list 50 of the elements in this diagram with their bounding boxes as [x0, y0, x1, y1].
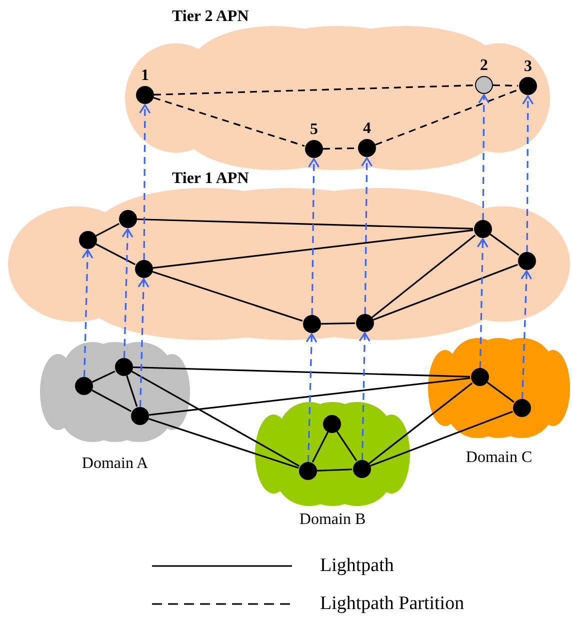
link-line	[375, 88, 519, 146]
link-line	[312, 432, 329, 462]
mapping-arrow	[308, 158, 320, 315]
mapping-arrow	[520, 270, 532, 400]
legend-label: Lightpath	[320, 554, 394, 578]
node-number: 1	[141, 66, 149, 86]
legend-label: Lightpath Partition	[320, 592, 464, 616]
link-line	[152, 229, 474, 269]
link-line	[372, 234, 476, 318]
link-line	[152, 271, 303, 322]
network-title: Tier 1 APN	[172, 170, 249, 188]
link-line	[153, 96, 305, 147]
link-line	[492, 84, 518, 87]
link-line	[148, 377, 470, 416]
mapping-arrow	[358, 332, 370, 460]
mapping-arrow	[478, 94, 490, 220]
mapping-arrow	[306, 333, 318, 462]
link-line	[126, 375, 138, 407]
mapping-arrow	[522, 95, 534, 252]
mapping-arrow	[138, 278, 150, 408]
network-title: Tier 2 APN	[172, 8, 249, 26]
mapping-arrow	[82, 249, 94, 378]
link-line	[148, 418, 299, 469]
link-line	[136, 218, 474, 230]
link-line	[316, 468, 352, 472]
link-line	[368, 382, 473, 464]
link-line	[490, 234, 520, 256]
mapping-arrow	[122, 228, 134, 358]
link-line	[336, 431, 358, 462]
node-number: 3	[524, 57, 532, 77]
link-line	[132, 366, 470, 378]
mapping-arrow	[476, 238, 488, 368]
domain-label: Domain C	[464, 448, 534, 468]
link-line	[92, 390, 132, 412]
link-line	[96, 243, 136, 266]
link-line	[96, 222, 120, 237]
domain-label: Domain A	[80, 454, 150, 474]
link-line	[370, 410, 513, 467]
link-line	[486, 382, 514, 403]
node-number: 4	[363, 119, 371, 139]
link-line	[154, 84, 474, 96]
link-line	[320, 322, 356, 325]
link-line	[373, 264, 518, 321]
link-line	[92, 370, 116, 383]
mapping-arrow	[139, 104, 151, 260]
mapping-arrow	[361, 157, 373, 314]
domain-label: Domain B	[298, 510, 367, 530]
node-number: 2	[480, 56, 488, 76]
link-line	[131, 370, 300, 467]
node-number: 5	[310, 120, 318, 140]
